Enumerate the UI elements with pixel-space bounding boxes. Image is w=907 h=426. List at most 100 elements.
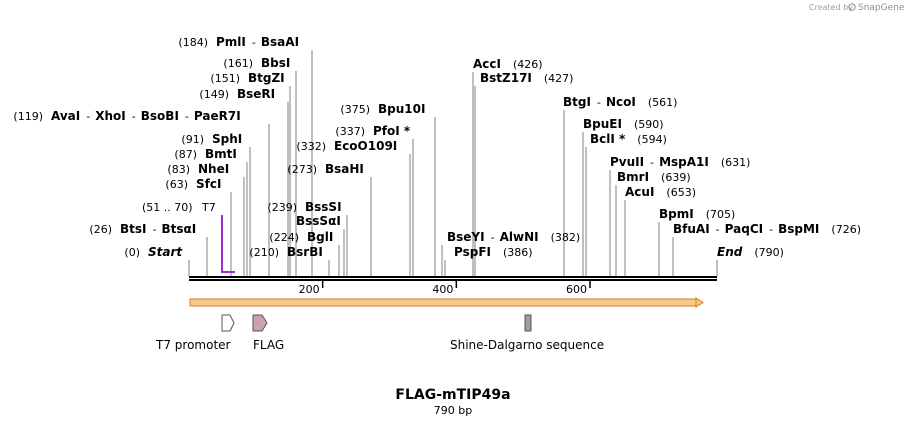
cut-site-bpuei[interactable]: BpuEI (590) [583,117,664,131]
cut-site-pfoi[interactable]: (337) PfoI * [335,124,410,138]
enzyme-name: AlwNI [500,230,539,244]
enzyme-name: AvaI [51,109,80,123]
cut-site-bmri[interactable]: BmrI(639) [617,170,691,184]
cut-site-btgzi[interactable]: (151) BtgZI [210,71,284,85]
cut-site-labels: (0) Start (26)BtsI-BtsαI (63)SfcI(83) NheI(8… [13,35,861,259]
orf-arrow[interactable] [189,297,704,308]
orf-arrowhead [695,297,704,308]
enzyme-name: Start [148,245,183,259]
cut-site-btgi[interactable]: BtgI-NcoI(561) [563,95,677,109]
site-position-label: (87) [174,148,197,161]
enzyme-name: BpuEI [583,117,622,131]
enzyme-name: BmrI [617,170,649,184]
site-name-separator: - [769,223,773,236]
site-position-label: (590) [634,118,664,131]
cut-site-bgli[interactable]: (224)BglI [269,230,333,244]
cut-site-bseri[interactable]: (149) BseRI [199,87,275,101]
primer-t7[interactable]: (51 .. 70) T7 [142,201,235,273]
enzyme-name: NheI [198,162,229,176]
cut-site-pvuii[interactable]: PvuII-MspA1I(631) [610,155,750,169]
site-position-label: (149) [199,88,229,101]
flag-arrow-icon [252,314,268,332]
site-position-label: (0) [124,246,140,259]
site-name-separator: - [716,223,720,236]
cut-site-ecoo109i[interactable]: (332)EcoO109I [296,139,397,153]
enzyme-name: BtsI [120,222,147,236]
ruler-tick-label: 600 [566,283,587,296]
cut-site-bsrbi[interactable]: (210)BsrBI [249,245,322,259]
enzyme-name: BtgI [563,95,591,109]
site-name-separator: - [597,96,601,109]
cut-site-nhei[interactable]: (83) NheI [167,162,229,176]
site-position-label: (386) [503,246,533,259]
cut-site-bpu10i[interactable]: (375)Bpu10I [340,102,425,116]
site-position-label: (382) [551,231,581,244]
cut-site-acui[interactable]: AcuI(653) [625,185,696,199]
enzyme-name: BseYI [447,230,485,244]
enzyme-name: BmtI [205,147,237,161]
site-position-label: (83) [167,163,190,176]
t7-promoter-label: T7 promoter [155,338,231,352]
cut-site-bfuai[interactable]: BfuAI-PaqCI-BspMI(726) [673,222,861,236]
enzyme-name: Bpu10I [378,102,425,116]
enzyme-name: PmlI [216,35,246,49]
site-position-label: (594) [637,133,667,146]
cut-site-pmli[interactable]: (184)PmlI-BsaAI [178,35,299,49]
site-position-label: (426) [513,58,543,71]
site-position-label: (210) [249,246,279,259]
cut-site-bstz17i[interactable]: BstZ17I(427) [480,71,573,85]
feature-t7-promoter[interactable]: T7 promoter [155,314,235,352]
enzyme-name: BtsαI [162,222,197,236]
cut-site-sfci[interactable]: (63)SfcI [165,177,221,191]
cut-site-sphi[interactable]: (91)SphI [181,132,242,146]
feature-flag[interactable]: FLAG [252,314,284,352]
cut-site-bsssi[interactable]: BssSαI [296,214,341,228]
site-position-label: (653) [666,186,696,199]
site-name-separator: - [491,231,495,244]
site-position-label: (337) [335,125,365,138]
site-name-separator: - [153,223,157,236]
site-position-label: (332) [296,140,326,153]
cut-site-bseyi[interactable]: BseYI-AlwNI (382) [447,230,580,244]
enzyme-name: BseRI [237,87,275,101]
cut-site-bpmi[interactable]: BpmI(705) [659,207,735,221]
enzyme-name: BssSI [305,200,342,214]
cut-site-avai[interactable]: (119)AvaI-XhoI-BsoBI-PaeR7I [13,109,240,123]
cut-site-bcli[interactable]: BclI *(594) [590,132,667,146]
cut-site-end[interactable]: End(790) [717,245,784,259]
enzyme-name: BfuAI [673,222,710,236]
snapgene-logo-icon [848,3,856,11]
cut-site-bsssi[interactable]: (239) BssSI [267,200,341,214]
map-title: FLAG-mTIP49a [395,387,510,403]
cut-site-btsi[interactable]: (26)BtsI-BtsαI [89,222,196,236]
enzyme-name: AccI [473,57,501,71]
enzyme-name: PaeR7I [194,109,241,123]
site-position-label: (726) [831,223,861,236]
cut-site-bsahi[interactable]: (273) BsaHI [287,162,364,176]
enzyme-name: BtgZI [248,71,285,85]
enzyme-name: BsaHI [325,162,364,176]
cut-site-bmti[interactable]: (87) BmtI [174,147,236,161]
cut-site-bbsi[interactable]: (161)BbsI [223,56,290,70]
enzyme-name: BsaAI [261,35,299,49]
enzyme-name: PspFI [454,245,491,259]
primer-range-label: (51 .. 70) [142,201,193,214]
feature-shine-dalgarno[interactable]: Shine-Dalgarno sequence [450,314,604,352]
enzyme-name: NcoI [606,95,636,109]
site-name-separator: - [185,110,189,123]
cut-site-start[interactable]: (0) Start [124,245,183,259]
site-position-label: (239) [267,201,297,214]
enzyme-name: BbsI [261,56,290,70]
enzyme-name: BstZ17I [480,71,532,85]
enzyme-name: BssSαI [296,214,341,228]
site-name-separator: - [650,156,654,169]
cut-site-pspfi[interactable]: PspFI (386) [454,245,533,259]
site-position-label: (91) [181,133,204,146]
site-position-label: (273) [287,163,317,176]
enzyme-name: PfoI * [373,124,411,138]
cut-site-acci[interactable]: AccI (426) [473,57,543,71]
site-position-label: (151) [210,72,240,85]
